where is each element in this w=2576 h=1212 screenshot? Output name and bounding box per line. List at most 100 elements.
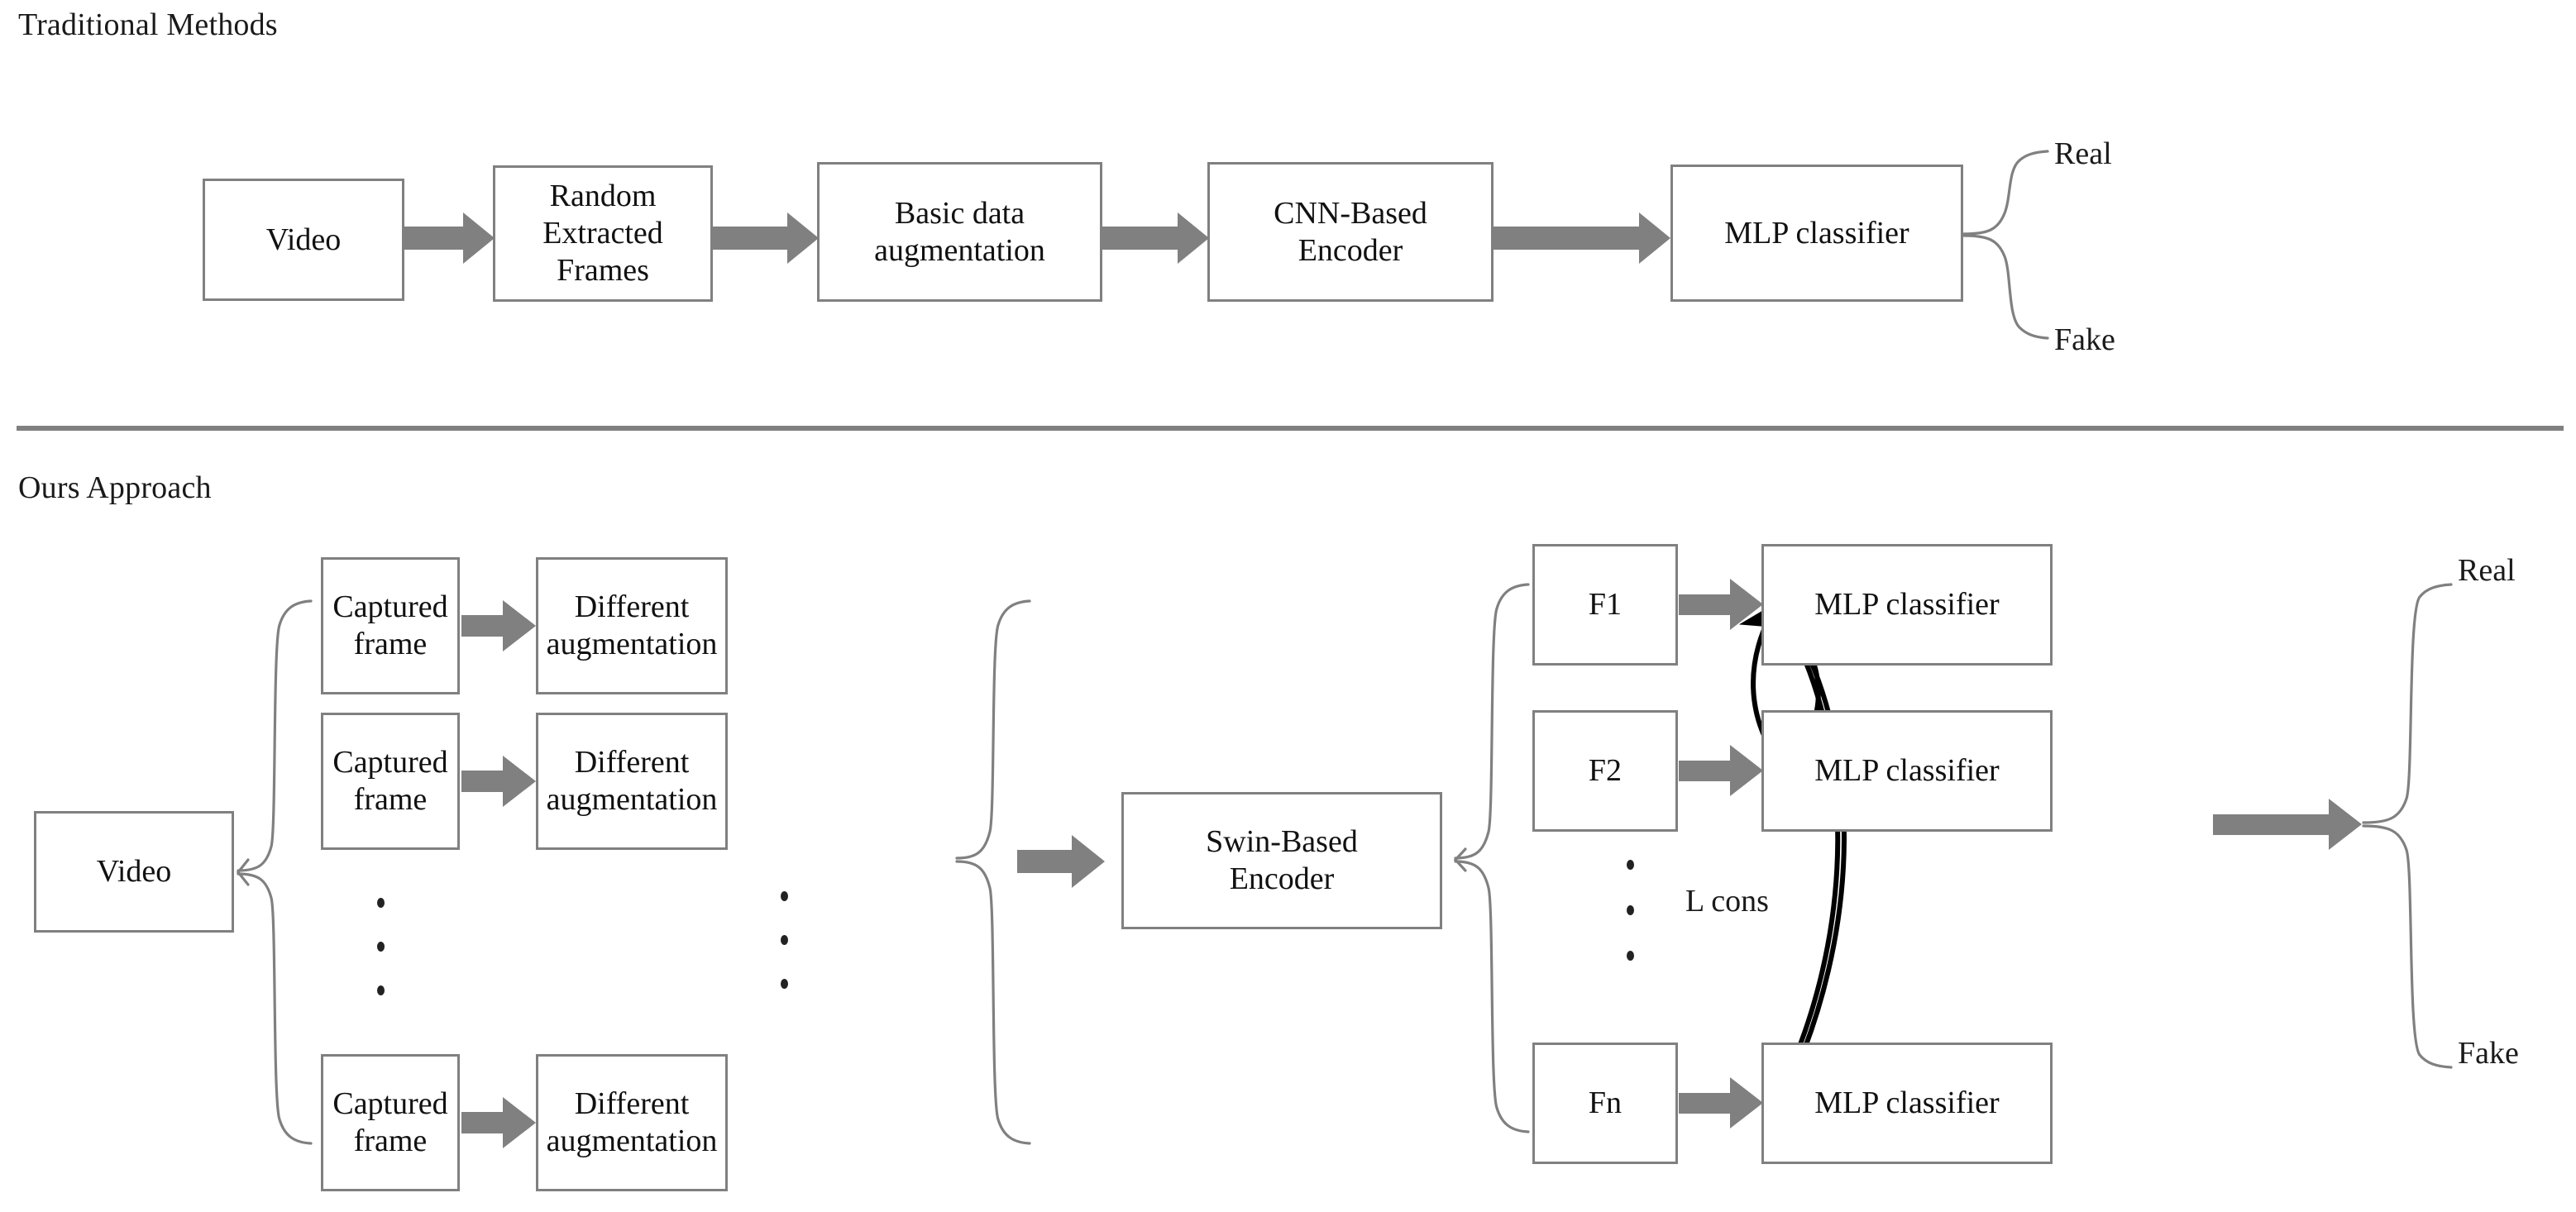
node-label-line-2: Encoder: [1298, 232, 1403, 268]
ours-branch-arrows: [461, 600, 536, 1148]
node-label: MLP classifier: [1724, 215, 1909, 251]
arrow-video-to-frames: [404, 212, 495, 264]
brace-lower-fake: [1962, 234, 2049, 340]
l-cons-arrows: [1738, 599, 1847, 1103]
output-label-fake-traditional: Fake: [2054, 322, 2115, 357]
node-label-line-2: frame: [353, 782, 428, 817]
arrow-fn-to-mlpn: [1679, 1077, 1763, 1128]
arrow-capture2-to-augment2: [461, 756, 536, 807]
node-label-line-1: Different: [574, 589, 690, 625]
ours-brace-lower-fake: [2362, 824, 2453, 1069]
node-label: Fn: [1588, 1086, 1623, 1121]
arrow-capture1-to-augment1: [461, 600, 536, 651]
output-label-real-traditional: Real: [2054, 136, 2112, 171]
feature-brace-upper: [1454, 583, 1530, 860]
node-label: MLP classifier: [1814, 753, 2000, 789]
node-feature-fn[interactable]: Fn: [1532, 1043, 1678, 1164]
arrow-to-swin-encoder: [1017, 835, 1105, 888]
l-cons-label: L cons: [1685, 884, 1769, 919]
input-brace-tip: [236, 858, 250, 886]
dot: [780, 979, 788, 989]
node-label-line-1: Captured: [332, 589, 448, 625]
dot: [780, 935, 788, 945]
node-label-line-1: Different: [574, 1086, 690, 1122]
arrow-f2-to-mlp2: [1679, 745, 1763, 796]
node-label-line-1: Different: [574, 745, 690, 780]
arrow-f1-to-mlp1: [1679, 579, 1763, 630]
node-label-line-2: Extracted: [542, 216, 663, 251]
feature-brace-tip: [1453, 847, 1467, 872]
node-mlp-classifier-n[interactable]: MLP classifier: [1761, 1043, 2053, 1164]
arrow-frames-to-augmentation: [712, 212, 819, 264]
ours-brace-upper-real: [2362, 583, 2453, 824]
node-random-extracted-frames[interactable]: Random Extracted Frames: [493, 165, 713, 302]
node-label-line-2: augmentation: [546, 627, 718, 661]
ours-feature-brace: [1453, 583, 1530, 1133]
section-title-ours: Ours Approach: [18, 470, 212, 505]
dot: [780, 891, 788, 901]
node-label-line-3: Frames: [557, 252, 649, 288]
dot: [1626, 860, 1634, 870]
node-label-line-1: CNN-Based: [1274, 195, 1427, 231]
output-label-real-ours: Real: [2458, 553, 2516, 588]
node-label-line-2: augmentation: [546, 1124, 718, 1158]
traditional-flow-arrows: [404, 212, 1670, 264]
l-cons-arc-f1-fn-down: [1774, 607, 1841, 1103]
node-video-ours[interactable]: Video: [34, 811, 234, 933]
dot: [376, 898, 385, 908]
node-different-augmentation-n[interactable]: Different augmentation: [536, 1054, 728, 1191]
output-label-fake-ours: Fake: [2458, 1036, 2519, 1071]
node-label: Video: [96, 854, 172, 890]
node-label: MLP classifier: [1814, 587, 2000, 623]
feature-brace-lower: [1454, 860, 1530, 1133]
brace-upper-real: [1962, 150, 2049, 236]
node-feature-f1[interactable]: F1: [1532, 544, 1678, 666]
ellipsis-feature-column: [1625, 860, 1635, 961]
gather-brace-upper: [955, 599, 1031, 860]
node-mlp-classifier-traditional[interactable]: MLP classifier: [1670, 165, 1963, 302]
dot: [376, 985, 385, 995]
gather-brace-lower: [955, 860, 1031, 1145]
node-label: F1: [1588, 587, 1623, 623]
node-label-line-2: Encoder: [1229, 861, 1335, 896]
node-basic-data-augmentation[interactable]: Basic data augmentation: [817, 162, 1102, 302]
node-label-line-1: Captured: [332, 745, 448, 780]
node-label-line-1: Swin-Based: [1206, 824, 1358, 860]
node-label: Video: [265, 222, 342, 257]
node-swin-based-encoder[interactable]: Swin-Based Encoder: [1121, 792, 1442, 929]
dot: [376, 942, 385, 952]
ours-output-brace: [2362, 583, 2453, 1069]
node-captured-frame-2[interactable]: Captured frame: [321, 713, 460, 850]
node-label: MLP classifier: [1814, 1086, 2000, 1121]
ellipsis-capture-column: [375, 898, 385, 995]
arrow-to-output-brace: [2213, 799, 2362, 850]
dot: [1626, 905, 1634, 915]
node-label: F2: [1588, 753, 1623, 789]
ours-classifier-arrows: [1679, 579, 1763, 1128]
input-brace-lower: [237, 872, 313, 1145]
arrow-augmentation-to-encoder: [1102, 212, 1209, 264]
node-video-traditional[interactable]: Video: [203, 179, 404, 301]
ellipsis-augmentation-column: [779, 891, 789, 989]
dot: [1626, 951, 1634, 961]
node-captured-frame-1[interactable]: Captured frame: [321, 557, 460, 694]
node-label-line-1: Basic data: [894, 195, 1025, 231]
node-cnn-based-encoder[interactable]: CNN-Based Encoder: [1207, 162, 1494, 302]
section-title-traditional: Traditional Methods: [18, 7, 278, 42]
node-feature-f2[interactable]: F2: [1532, 710, 1678, 832]
node-label-line-1: Random: [549, 179, 657, 214]
ours-gather-brace: [955, 599, 1031, 1145]
node-different-augmentation-2[interactable]: Different augmentation: [536, 713, 728, 850]
arrow-capturen-to-augmentn: [461, 1097, 536, 1148]
node-captured-frame-n[interactable]: Captured frame: [321, 1054, 460, 1191]
arrow-encoder-to-classifier: [1494, 212, 1670, 264]
node-mlp-classifier-2[interactable]: MLP classifier: [1761, 710, 2053, 832]
ours-input-brace: [236, 599, 313, 1145]
node-label-line-2: augmentation: [874, 232, 1045, 268]
node-label-line-2: frame: [353, 627, 428, 661]
node-mlp-classifier-1[interactable]: MLP classifier: [1761, 544, 2053, 666]
node-different-augmentation-1[interactable]: Different augmentation: [536, 557, 728, 694]
traditional-output-brace: [1962, 150, 2049, 340]
node-label-line-2: frame: [353, 1124, 428, 1158]
